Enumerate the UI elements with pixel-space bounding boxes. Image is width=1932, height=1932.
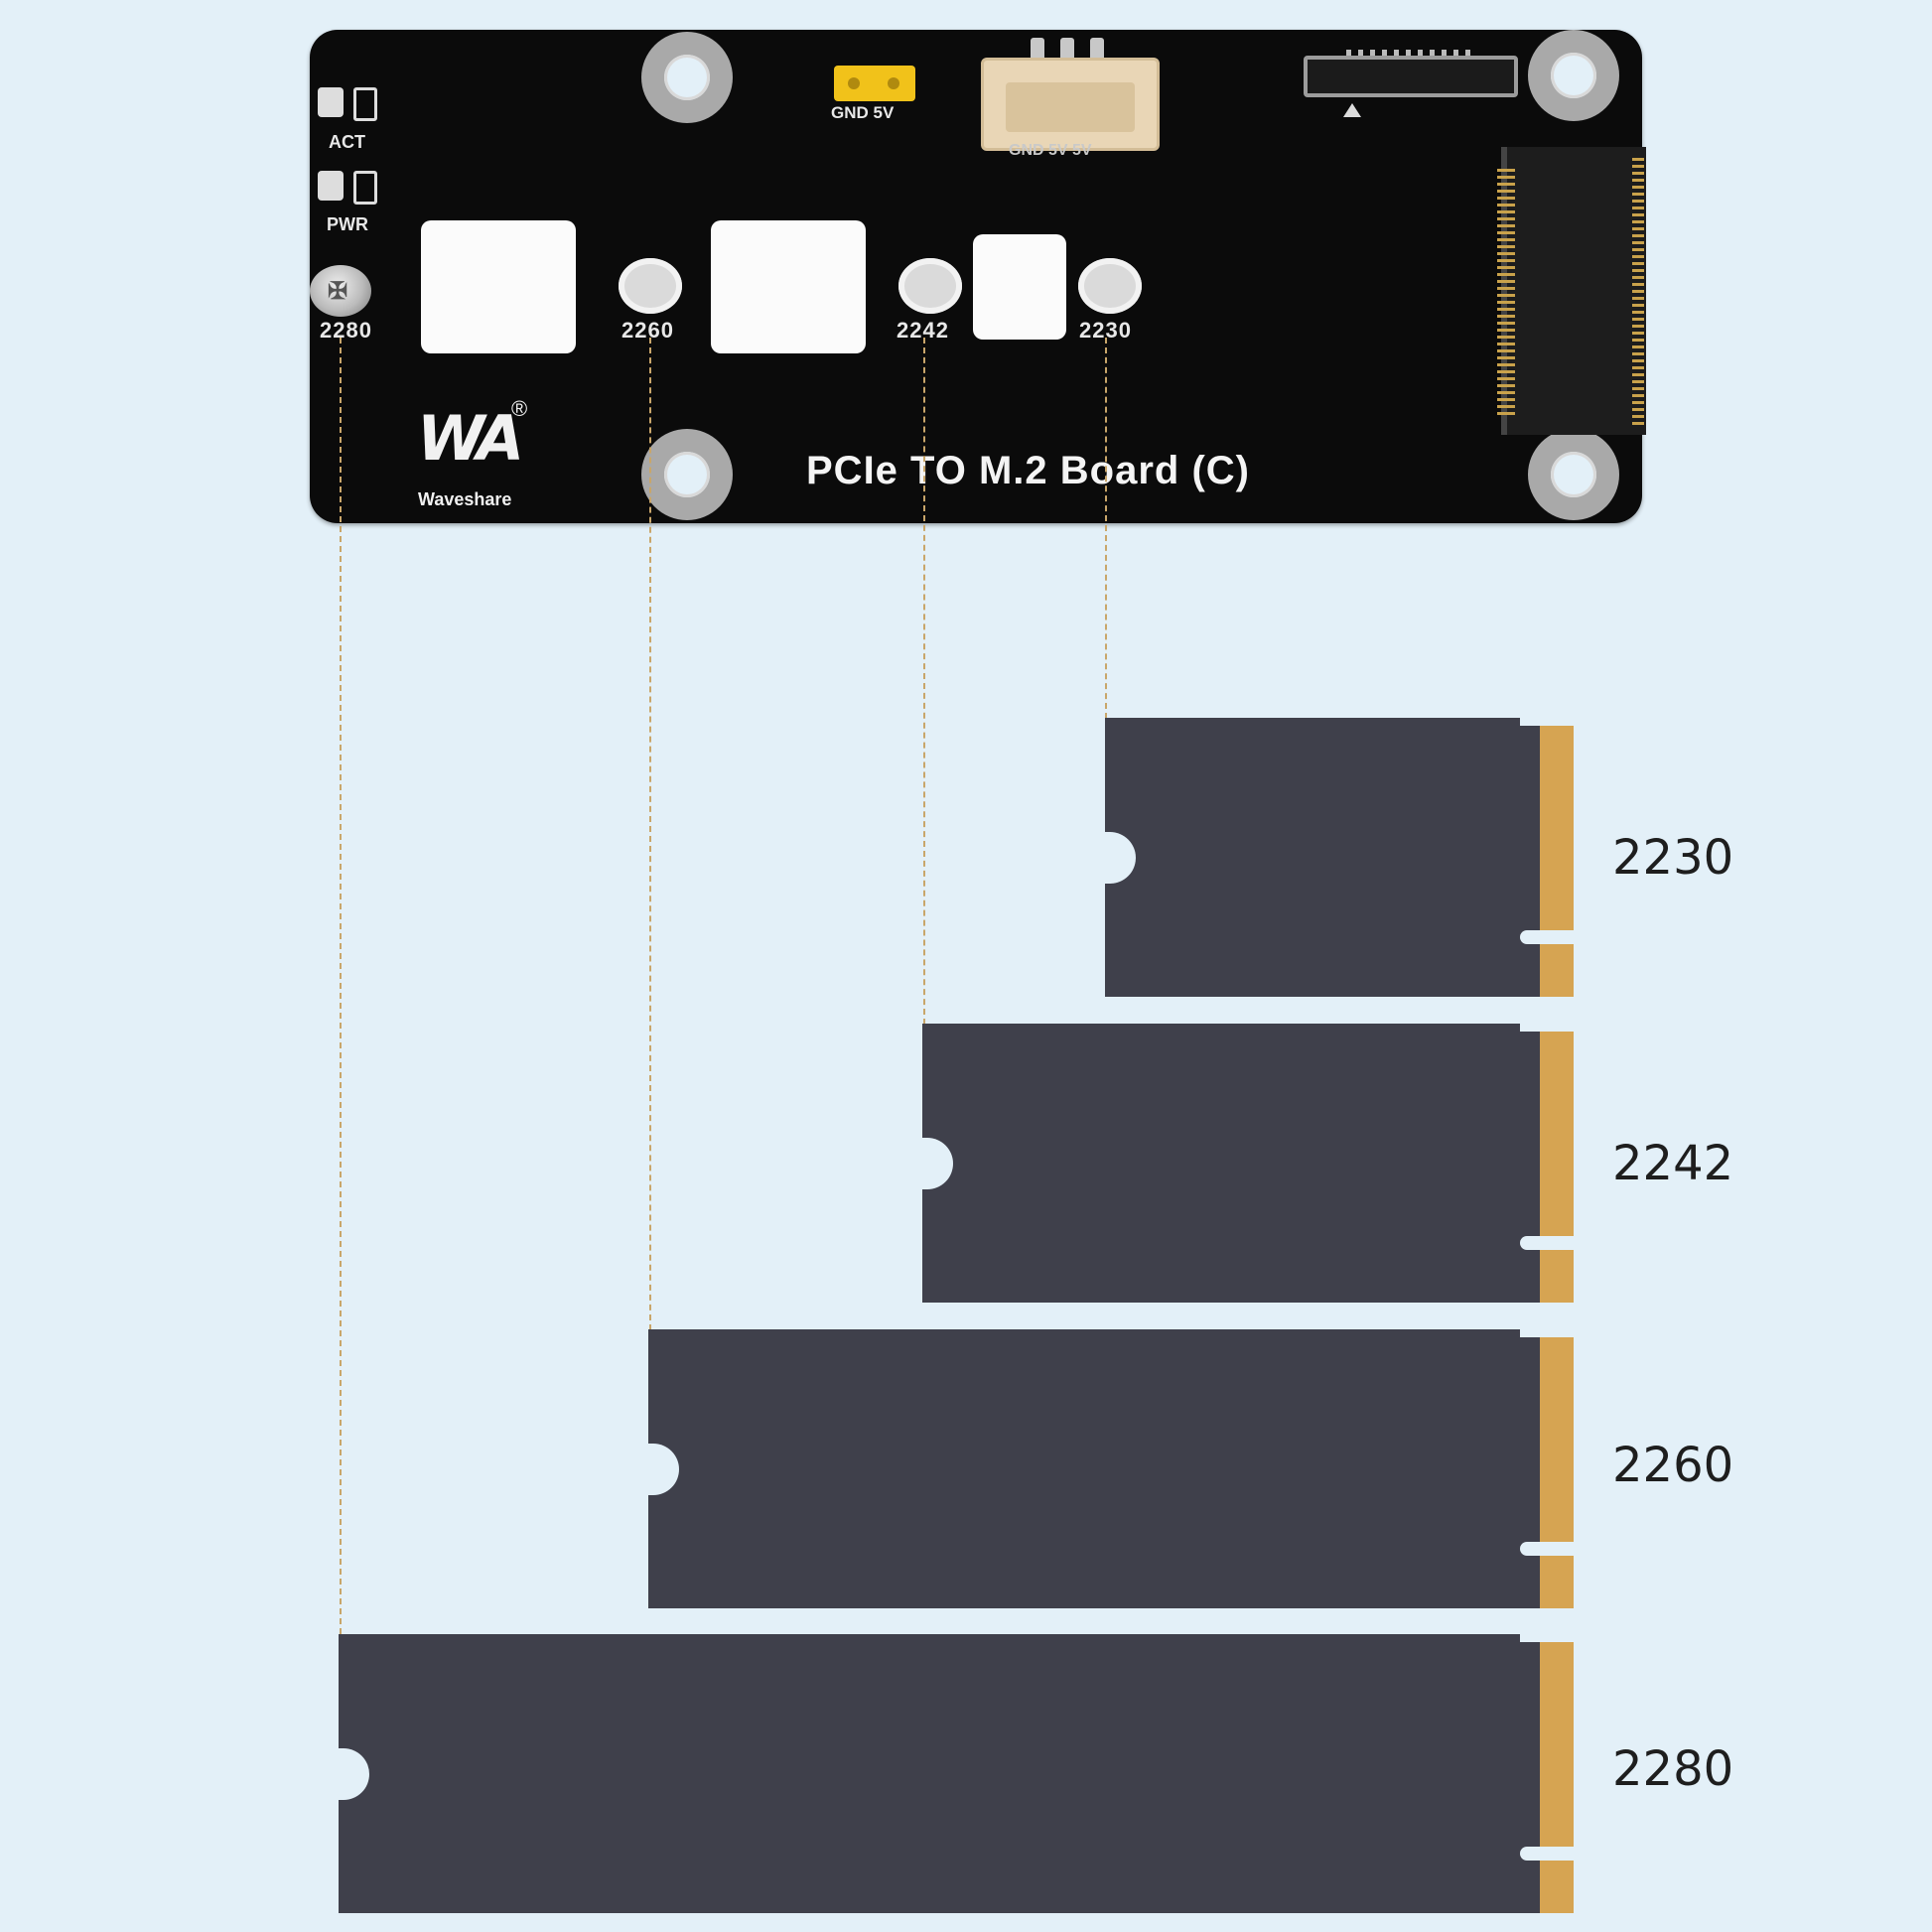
guide-line-2242 xyxy=(923,338,925,1025)
mount-hole-top-left xyxy=(641,32,733,123)
ssd-card-2280 xyxy=(338,1634,1574,1913)
pwr-led-icon xyxy=(318,171,344,201)
pin1-arrow-icon xyxy=(1343,103,1361,117)
mount-hole-bottom-left xyxy=(641,429,733,520)
screw-icon: ✠ xyxy=(310,265,371,317)
board-cutout-1 xyxy=(421,220,576,353)
jumper-label: GND 5V xyxy=(831,103,895,122)
standoff-hole-2260 xyxy=(619,258,682,314)
ssd-label-2230: 2230 xyxy=(1612,830,1734,886)
ssd-card-2230 xyxy=(1104,718,1574,997)
hole-label-2230: 2230 xyxy=(1079,318,1132,343)
hole-label-2280: 2280 xyxy=(320,318,372,343)
board-cutout-3 xyxy=(973,234,1066,340)
m2-slot-icon xyxy=(1497,147,1646,435)
pwr-led-label: PWR xyxy=(327,214,368,234)
guide-line-2260 xyxy=(649,338,651,1330)
hole-label-2260: 2260 xyxy=(621,318,674,343)
hole-label-2242: 2242 xyxy=(897,318,949,343)
connector-label: GND 5V 5V xyxy=(1009,142,1092,159)
registered-mark: ® xyxy=(511,396,528,421)
logo-mark: WA xyxy=(417,402,524,475)
act-led-label: ACT xyxy=(329,132,365,152)
standoff-hole-2242 xyxy=(898,258,962,314)
act-led-resistor-icon xyxy=(353,87,377,121)
ssd-label-2260: 2260 xyxy=(1612,1438,1734,1493)
ssd-label-2280: 2280 xyxy=(1612,1741,1734,1797)
mount-hole-top-right xyxy=(1528,30,1619,121)
pwr-led-resistor-icon xyxy=(353,171,377,205)
standoff-hole-2230 xyxy=(1078,258,1142,314)
board-cutout-2 xyxy=(711,220,866,353)
ssd-card-2242 xyxy=(921,1024,1574,1303)
waveshare-logo: WA ® Waveshare xyxy=(412,396,551,511)
logo-brand-text: Waveshare xyxy=(418,489,512,509)
board-title: PCIe TO M.2 Board (C) xyxy=(806,449,1250,492)
power-jumper-icon xyxy=(834,66,915,101)
ssd-card-2260 xyxy=(647,1329,1574,1608)
guide-line-2280 xyxy=(340,338,342,1634)
guide-line-2230 xyxy=(1105,338,1107,719)
ssd-label-2242: 2242 xyxy=(1612,1136,1734,1191)
mount-hole-bottom-right xyxy=(1528,429,1619,520)
act-led-icon xyxy=(318,87,344,117)
power-connector-icon xyxy=(981,58,1160,151)
ffc-connector-icon xyxy=(1304,56,1518,97)
